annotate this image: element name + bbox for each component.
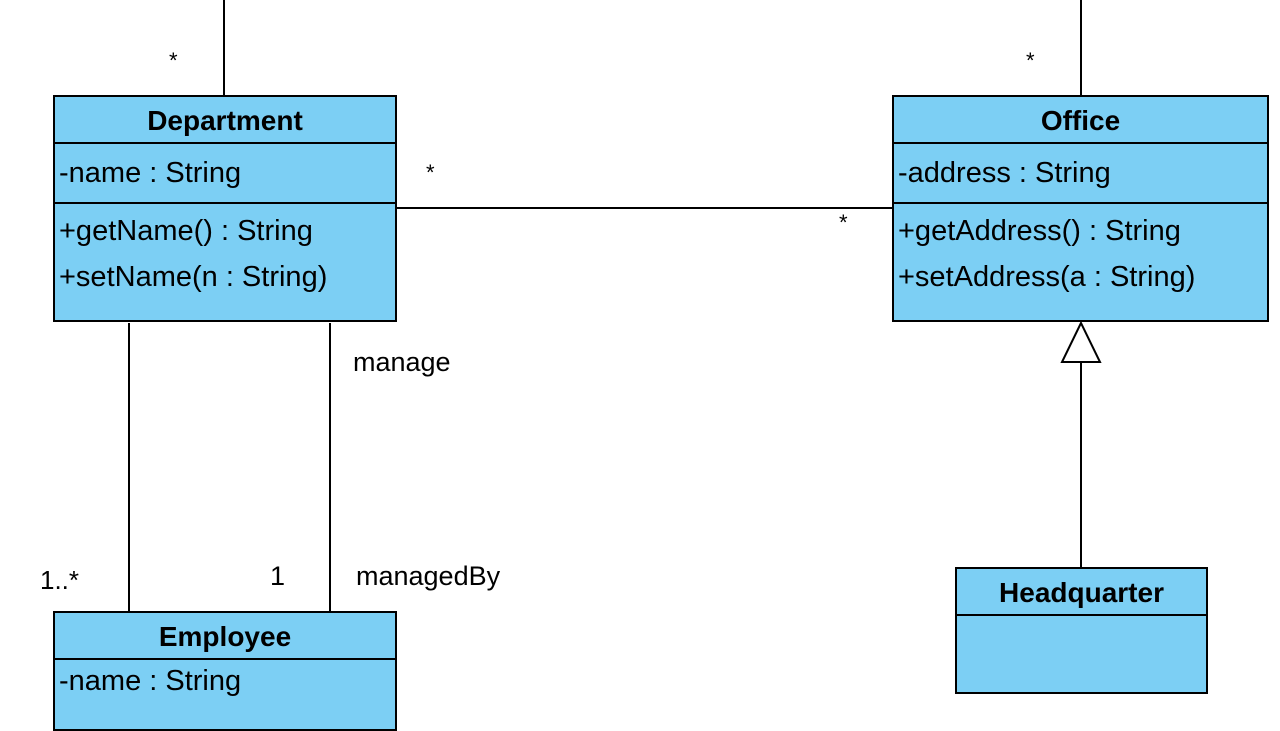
multiplicity-manager-employee-end: 1 — [270, 561, 286, 591]
operations-compartment: +getAddress() : String +setAddress(a : S… — [894, 204, 1267, 304]
class-name: Employee — [55, 613, 395, 660]
operation: +getAddress() : String — [898, 215, 1181, 247]
class-name: Department — [55, 97, 395, 144]
class-headquarter[interactable]: Headquarter — [955, 567, 1208, 694]
multiplicity-department-office-department-end: * — [426, 160, 435, 185]
multiplicity-department-top: * — [169, 48, 178, 73]
attributes-compartment: -name : String — [55, 660, 395, 708]
operation: +setAddress(a : String) — [898, 261, 1196, 293]
attribute: -address : String — [898, 157, 1111, 189]
multiplicity-department-office-office-end: * — [839, 210, 848, 235]
class-name: Headquarter — [957, 569, 1206, 616]
generalization-arrowhead — [1060, 320, 1102, 363]
multiplicity-office-top: * — [1026, 48, 1035, 73]
operation: +setName(n : String) — [59, 261, 328, 293]
multiplicity-members-employee-end: 1..* — [40, 565, 80, 595]
attributes-compartment: -address : String — [894, 144, 1267, 204]
attribute: -name : String — [59, 665, 242, 697]
role-label-managed-by: managedBy — [356, 561, 501, 591]
operations-compartment: +getName() : String +setName(n : String) — [55, 204, 395, 304]
class-employee[interactable]: Employee -name : String — [53, 611, 397, 731]
class-office[interactable]: Office -address : String +getAddress() :… — [892, 95, 1269, 322]
attributes-compartment — [957, 616, 1206, 689]
operation: +getName() : String — [59, 215, 313, 247]
attribute: -name : String — [59, 157, 242, 189]
attributes-compartment: -name : String — [55, 144, 395, 204]
class-department[interactable]: Department -name : String +getName() : S… — [53, 95, 397, 322]
role-label-manage: manage — [353, 347, 451, 377]
class-name: Office — [894, 97, 1267, 144]
